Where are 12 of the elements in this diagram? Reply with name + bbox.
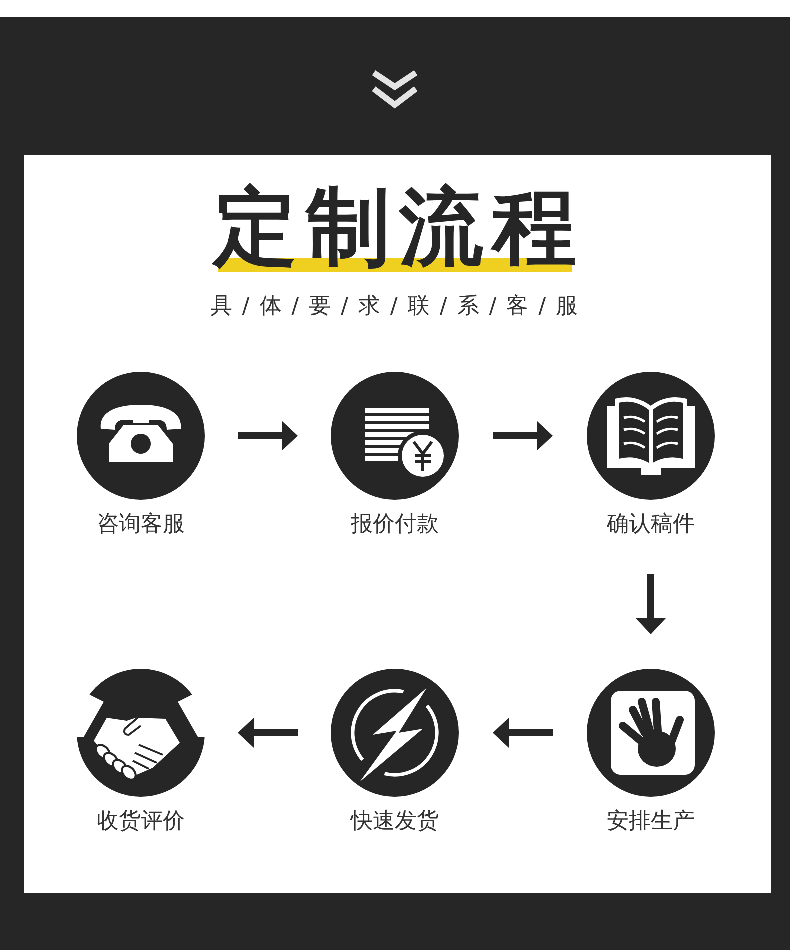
arrow [238,718,298,748]
arrow [636,574,666,634]
step-label: 咨询客服 [97,511,185,539]
step-label: 快速发货 [351,808,439,836]
step-label: 确认稿件 [607,511,695,539]
arrow [238,421,298,451]
step-label: 安排生产 [607,808,695,836]
arrow [493,421,553,451]
step-label: 收货评价 [97,808,185,836]
arrow [493,718,553,748]
subtitle: 具 / 体 / 要 / 求 / 联 / 系 / 客 / 服 [210,293,580,321]
step-label: 报价付款 [351,511,439,539]
